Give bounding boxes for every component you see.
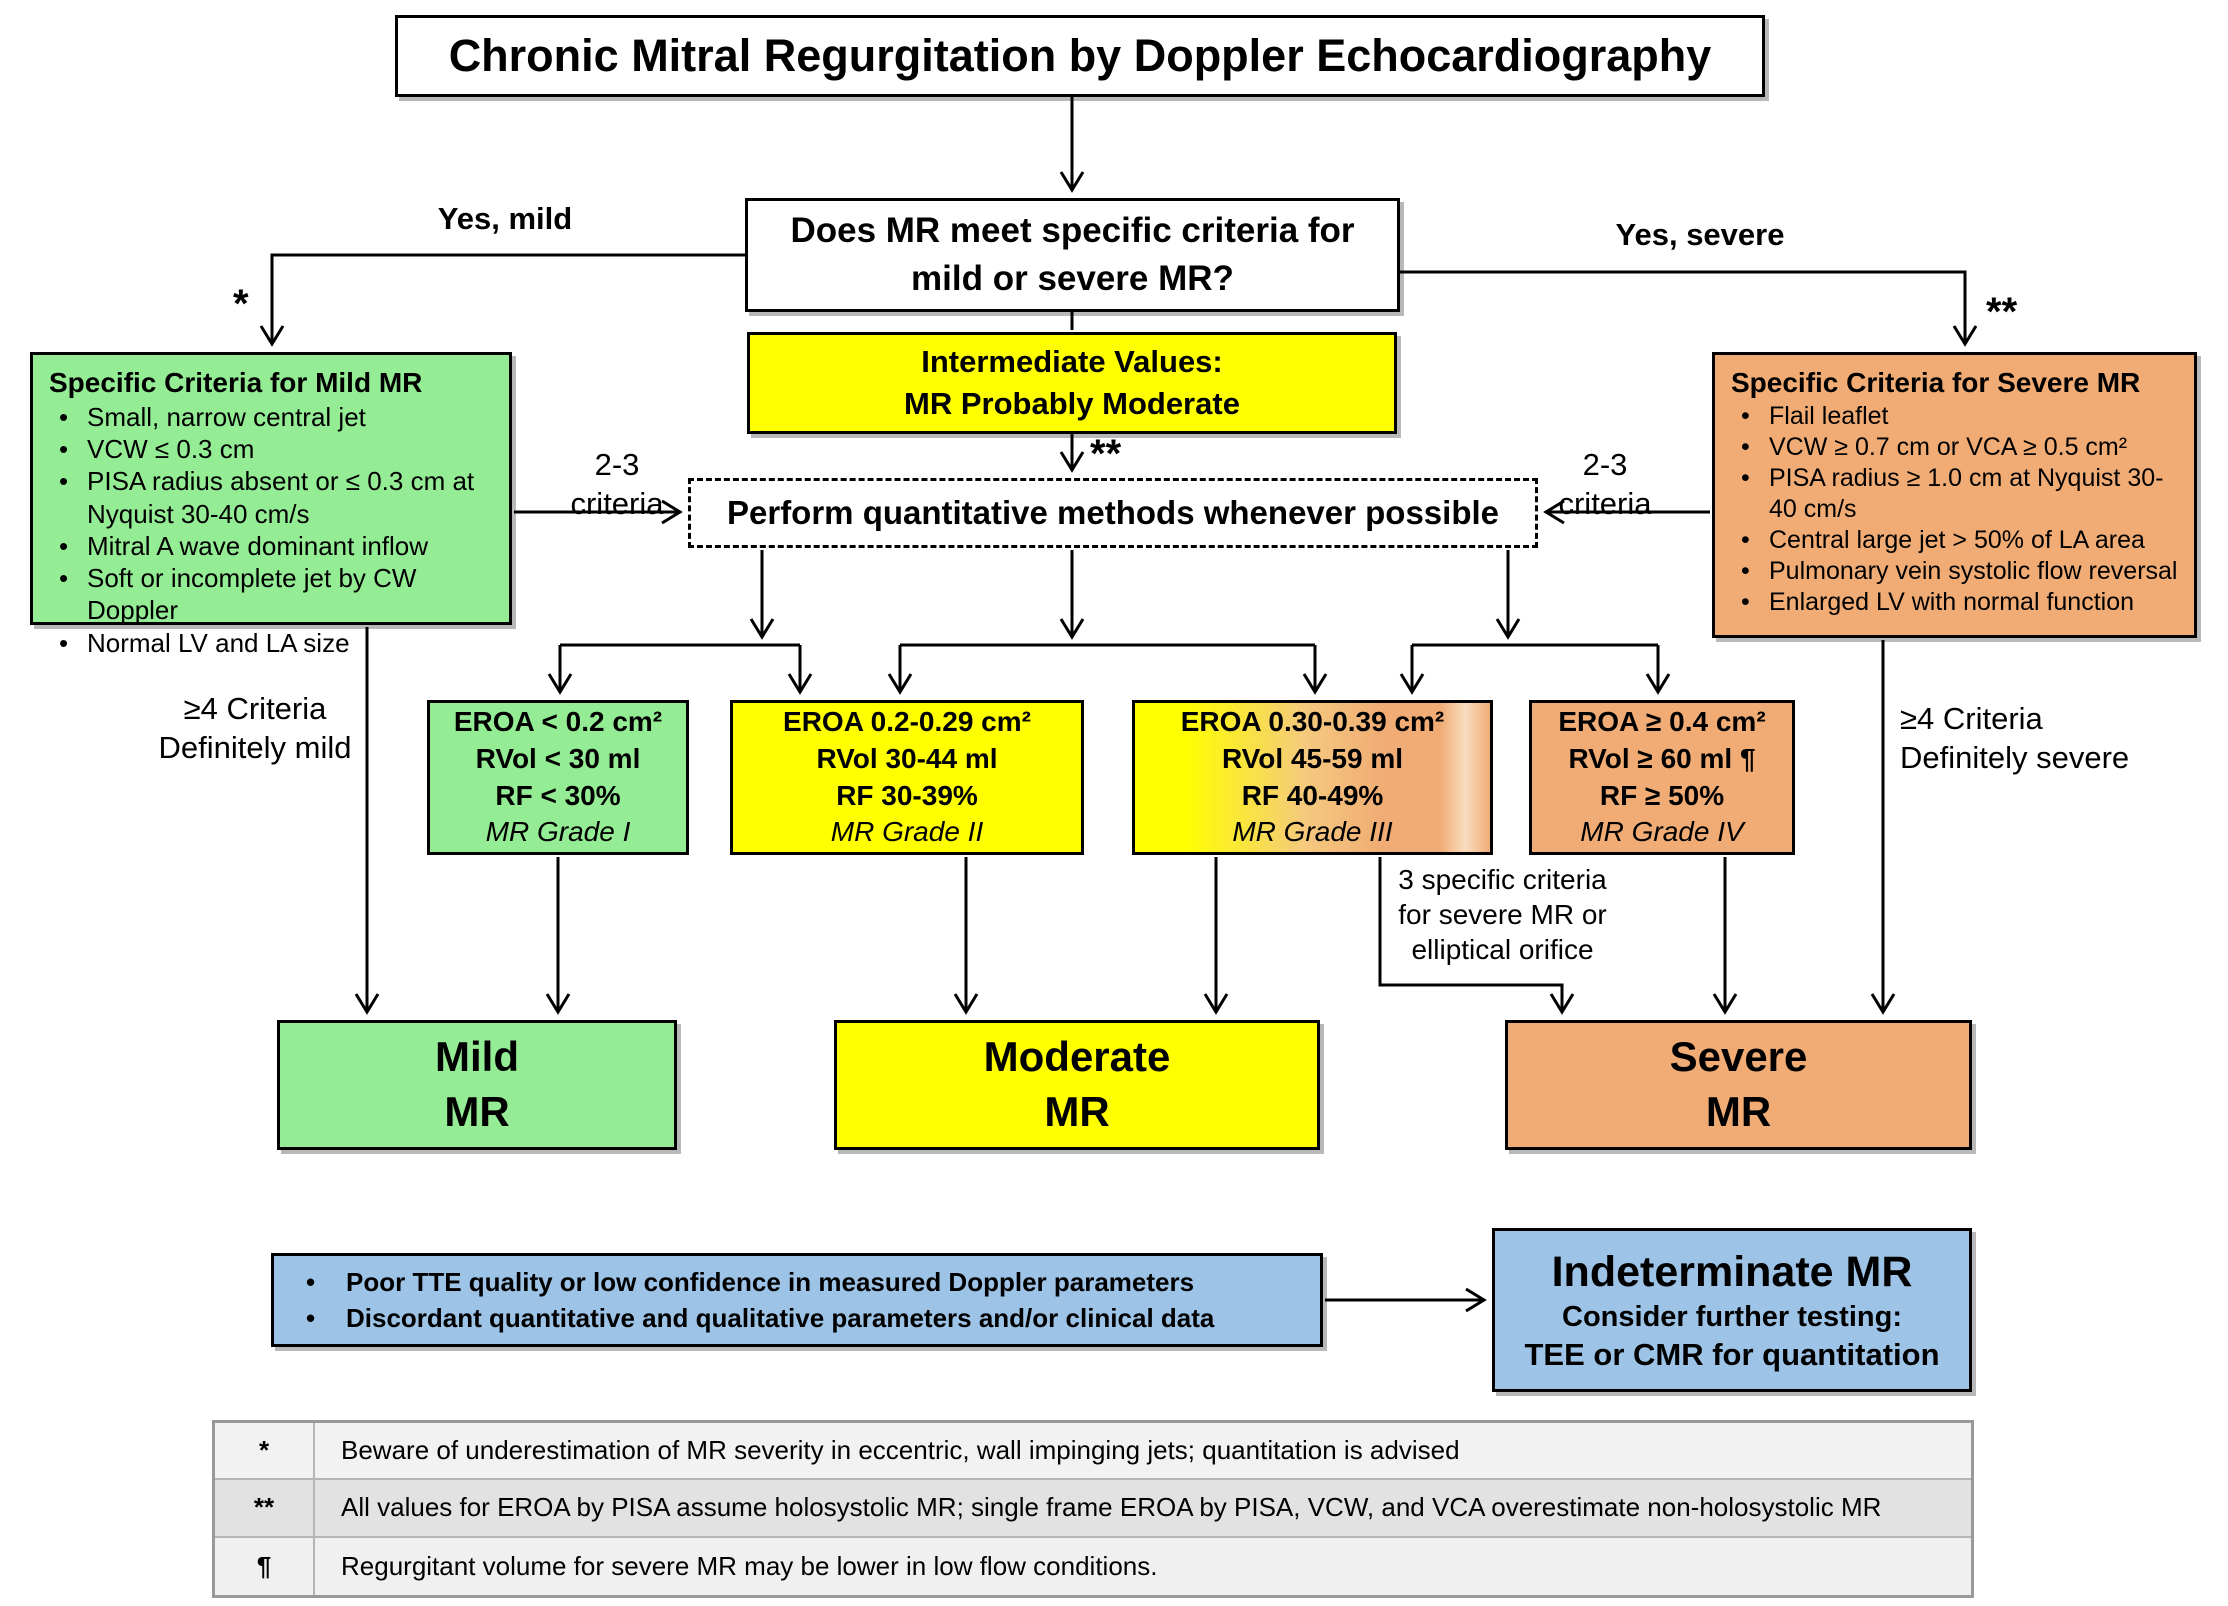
- grade1-eroa: EROA < 0.2 cm²: [453, 705, 663, 737]
- severe-criteria-item: Enlarged LV with normal function: [1731, 587, 2180, 618]
- intermediate-line-1: Intermediate Values:: [921, 344, 1223, 380]
- grade4-name: MR Grade IV: [1580, 816, 1744, 848]
- mild-criteria-item: Mitral A wave dominant inflow: [49, 530, 495, 562]
- grade2-rvol: RVol 30-44 ml: [816, 742, 998, 774]
- grade1-box: EROA < 0.2 cm² RVol < 30 ml RF < 30% MR …: [427, 700, 689, 855]
- mild-criteria-item: Normal LV and LA size: [49, 627, 495, 659]
- grade3-box: EROA 0.30-0.39 cm² RVol 45-59 ml RF 40-4…: [1132, 700, 1493, 855]
- mild-criteria-title: Specific Criteria for Mild MR: [49, 367, 423, 398]
- grade3-rvol: RVol 45-59 ml: [1221, 742, 1404, 774]
- footnote-marker-double-star-middle: **: [1090, 432, 1122, 476]
- grade2-eroa: EROA 0.2-0.29 cm²: [783, 705, 1031, 737]
- grade2-name: MR Grade II: [830, 816, 984, 848]
- referral-reason: Poor TTE quality or low confidence in me…: [288, 1264, 1310, 1301]
- label-3-specific-criteria: 3 specific criteria for severe MR or ell…: [1398, 864, 1607, 965]
- grade3-rf: RF 40-49%: [1241, 779, 1384, 811]
- grade4-rvol: RVol ≥ 60 ml ¶: [1568, 742, 1756, 774]
- mild-criteria-item: Small, narrow central jet: [49, 401, 495, 433]
- severe-criteria-item: Flail leaflet: [1731, 401, 2180, 432]
- footnote-text: All values for EROA by PISA assume holos…: [315, 1480, 1971, 1538]
- mild-mr-box: Mild MR: [277, 1020, 677, 1150]
- referral-reason: Discordant quantitative and qualitative …: [288, 1300, 1310, 1337]
- grade1-rvol: RVol < 30 ml: [475, 742, 641, 774]
- label-yes-severe: Yes, severe: [1615, 217, 1785, 252]
- grade2-box: EROA 0.2-0.29 cm² RVol 30-44 ml RF 30-39…: [730, 700, 1084, 855]
- question-line-2: mild or severe MR?: [911, 259, 1234, 298]
- severe-criteria-item: Central large jet > 50% of LA area: [1731, 525, 2180, 556]
- mild-criteria-box: Specific Criteria for Mild MR Small, nar…: [30, 352, 512, 659]
- decision-question-box: Does MR meet specific criteria for mild …: [745, 198, 1400, 312]
- indeterminate-mr-box: Indeterminate MR Consider further testin…: [1492, 1228, 1972, 1392]
- footnote-symbol: *: [215, 1423, 315, 1481]
- connector-yes-mild: [259, 253, 745, 347]
- question-line-1: Does MR meet specific criteria for: [790, 210, 1355, 250]
- moderate-mr-box: Moderate MR: [834, 1020, 1320, 1150]
- footnotes-table: * Beware of underestimation of MR severi…: [212, 1420, 1974, 1598]
- indeterminate-line-3: TEE or CMR for quantitation: [1524, 1336, 1940, 1372]
- severe-criteria-item: VCW ≥ 0.7 cm or VCA ≥ 0.5 cm²: [1731, 432, 2180, 463]
- severe-criteria-item: PISA radius ≥ 1.0 cm at Nyquist 30-40 cm…: [1731, 463, 2180, 525]
- grade4-rf: RF ≥ 50%: [1599, 779, 1725, 811]
- footnote-symbol: ¶: [215, 1537, 315, 1595]
- footnote-text: Beware of underestimation of MR severity…: [315, 1423, 1971, 1481]
- grade3-name: MR Grade III: [1232, 816, 1393, 848]
- intermediate-line-2: MR Probably Moderate: [904, 386, 1240, 421]
- quantitative-methods-box: Perform quantitative methods whenever po…: [688, 478, 1538, 548]
- label-2-3-criteria-right: 2-3 criteria: [1558, 447, 1652, 521]
- label-yes-mild: Yes, mild: [437, 201, 573, 236]
- mild-criteria-item: Soft or incomplete jet by CW Doppler: [49, 562, 495, 626]
- label-ge4-definitely-mild: ≥4 Criteria Definitely mild: [158, 691, 352, 765]
- severe-criteria-item: Pulmonary vein systolic flow reversal: [1731, 556, 2180, 587]
- grade1-rf: RF < 30%: [495, 779, 621, 811]
- referral-reasons-box: Poor TTE quality or low confidence in me…: [271, 1253, 1323, 1347]
- severe-criteria-title: Specific Criteria for Severe MR: [1731, 367, 2141, 398]
- page-title: Chronic Mitral Regurgitation by Doppler …: [395, 15, 1765, 97]
- mild-criteria-item: PISA radius absent or ≤ 0.3 cm at Nyquis…: [49, 465, 495, 529]
- mild-criteria-item: VCW ≤ 0.3 cm: [49, 433, 495, 465]
- intermediate-values-box: Intermediate Values: MR Probably Moderat…: [747, 332, 1397, 434]
- severe-mr-box: Severe MR: [1505, 1020, 1972, 1150]
- label-2-3-criteria-left: 2-3 criteria: [570, 447, 664, 521]
- grade2-rf: RF 30-39%: [836, 779, 978, 811]
- footnote-symbol: **: [215, 1480, 315, 1538]
- label-ge4-definitely-severe: ≥4 Criteria Definitely severe: [1900, 701, 2130, 775]
- footnote-text: Regurgitant volume for severe MR may be …: [315, 1537, 1971, 1595]
- indeterminate-line-2: Consider further testing:: [1562, 1301, 1902, 1334]
- connector-yes-severe: [1400, 270, 1978, 347]
- severe-criteria-box: Specific Criteria for Severe MR Flail le…: [1712, 352, 2197, 638]
- indeterminate-title: Indeterminate MR: [1551, 1247, 1913, 1296]
- grade1-name: MR Grade I: [485, 816, 631, 848]
- grade3-eroa: EROA 0.30-0.39 cm²: [1180, 705, 1445, 737]
- footnote-marker-double-star-right: **: [1986, 290, 2018, 334]
- grade4-box: EROA ≥ 0.4 cm² RVol ≥ 60 ml ¶ RF ≥ 50% M…: [1529, 700, 1795, 855]
- grade4-eroa: EROA ≥ 0.4 cm²: [1558, 705, 1766, 737]
- footnote-marker-star: *: [233, 282, 249, 326]
